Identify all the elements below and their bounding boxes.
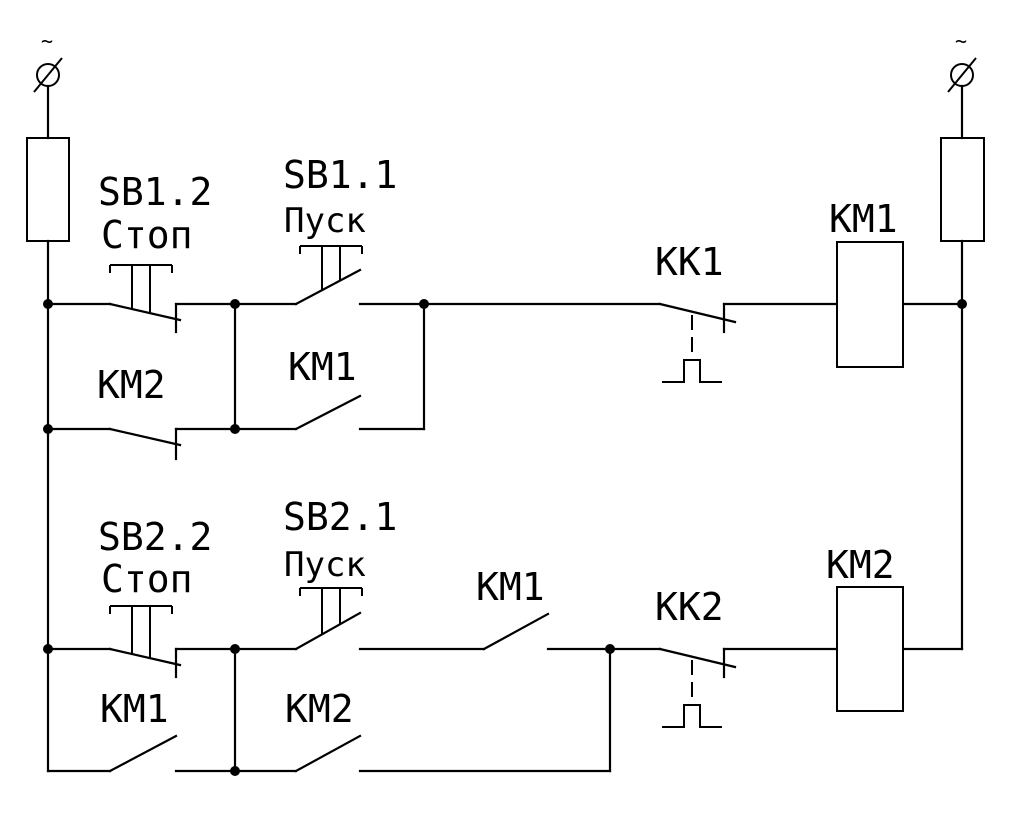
km2-upper-nc-contact: [108, 427, 182, 461]
sb1-2-stop-label: Стоп: [101, 213, 193, 257]
km2-lower-contact-label: KM2: [285, 687, 354, 731]
left-terminal-ac-symbol: ~: [41, 29, 53, 53]
km2-upper-contact-label: KM2: [97, 363, 166, 407]
km1-hold-contact: [294, 394, 362, 431]
left-fuse: [26, 137, 70, 242]
junction-dot: [957, 299, 967, 309]
junction-dot: [230, 424, 240, 434]
kk1-thermal-contact: [658, 302, 737, 383]
kk1-label: KK1: [655, 240, 724, 284]
km1-interlock-contact: [482, 612, 550, 651]
kk2-label: KK2: [655, 585, 724, 629]
sb1-1-start-label: Пуск: [284, 201, 366, 241]
junction-dot: [43, 424, 53, 434]
sb1-2-stop-button: [108, 264, 182, 334]
km2-hold-contact: [294, 734, 362, 773]
sb2-1-label: SB2.1: [283, 495, 397, 539]
km1-lower-contact-label: KM1: [100, 687, 169, 731]
left-terminal: ~: [33, 29, 63, 93]
row2b-wires: [46, 647, 612, 773]
km1-coil-label: KM1: [829, 197, 898, 241]
junction-dot: [605, 644, 615, 654]
junction-dot: [43, 644, 53, 654]
km2-coil: [836, 586, 904, 712]
km2-coil-label: KM2: [826, 543, 895, 587]
sb2-2-label: SB2.2: [98, 515, 212, 559]
kk2-thermal-contact: [658, 647, 737, 728]
sb2-1-start-button: [294, 587, 363, 651]
right-terminal: ~: [947, 29, 977, 93]
sb2-1-start-label: Пуск: [284, 545, 366, 585]
sb1-1-start-button: [294, 245, 363, 306]
km1-interlock-label: KM1: [476, 565, 545, 609]
junction-dot: [419, 299, 429, 309]
junction-dots: [43, 299, 967, 776]
sb1-1-label: SB1.1: [283, 153, 397, 197]
sb2-2-stop-button: [108, 605, 182, 679]
sb1-2-label: SB1.2: [98, 170, 212, 214]
km1-upper-contact-label: KM1: [288, 345, 357, 389]
km1-coil: [836, 241, 904, 368]
junction-dot: [43, 299, 53, 309]
right-fuse: [940, 137, 985, 242]
right-terminal-ac-symbol: ~: [955, 29, 967, 53]
junction-dot: [230, 766, 240, 776]
km1-lower-nc-contact: [108, 734, 178, 773]
sb2-2-stop-label: Стоп: [101, 557, 193, 601]
junction-dot: [230, 644, 240, 654]
junction-dot: [230, 299, 240, 309]
